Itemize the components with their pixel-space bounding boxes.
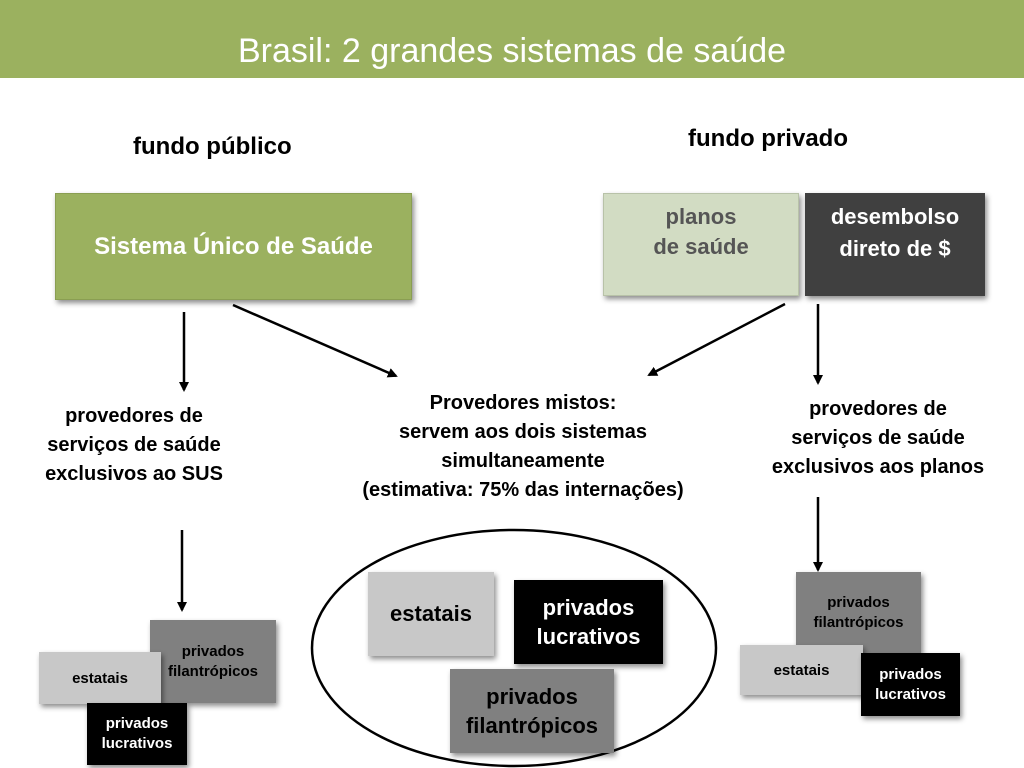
plans-exclusive-providers-text: provedores de serviços de saúde exclusiv… — [771, 398, 985, 478]
fundo-privado-heading: fundo privado — [688, 125, 848, 152]
left-estatais-box: estatais — [39, 652, 161, 704]
left-privados-filantropicos-box: privados filantrópicos — [150, 620, 276, 703]
center-privados-lucrativos-box: privados lucrativos — [514, 580, 663, 664]
sus-exclusive-providers-text: provedores de serviços de saúde exclusiv… — [45, 405, 223, 485]
page-title-text: Brasil: 2 grandes sistemas de saúde — [237, 32, 787, 70]
mixed-providers-ellipse — [310, 528, 718, 768]
mixed-providers-text: Provedores mistos: servem aos dois siste… — [362, 392, 684, 501]
sus-box: Sistema Único de Saúde — [55, 193, 412, 300]
arrow-planos-to-mixed — [647, 302, 786, 377]
arrow-sus-to-mixed — [232, 303, 398, 378]
center-privados-filantropicos-box: privados filantrópicos — [450, 669, 614, 753]
right-privados-lucrativos-box: privados lucrativos — [861, 653, 960, 716]
planos-de-saude-box: planos de saúde — [603, 193, 799, 296]
center-estatais-box: estatais — [368, 572, 494, 656]
left-privados-lucrativos-box: privados lucrativos — [87, 703, 187, 765]
right-privados-filantropicos-box: privados filantrópicos — [796, 572, 921, 653]
fundo-publico-heading: fundo público — [133, 133, 292, 160]
page-title: Brasil: 2 grandes sistemas de saúde — [0, 0, 1024, 78]
right-estatais-box: estatais — [740, 645, 863, 695]
header-bar — [0, 0, 1024, 78]
desembolso-direto-box: desembolso direto de $ — [805, 193, 985, 296]
